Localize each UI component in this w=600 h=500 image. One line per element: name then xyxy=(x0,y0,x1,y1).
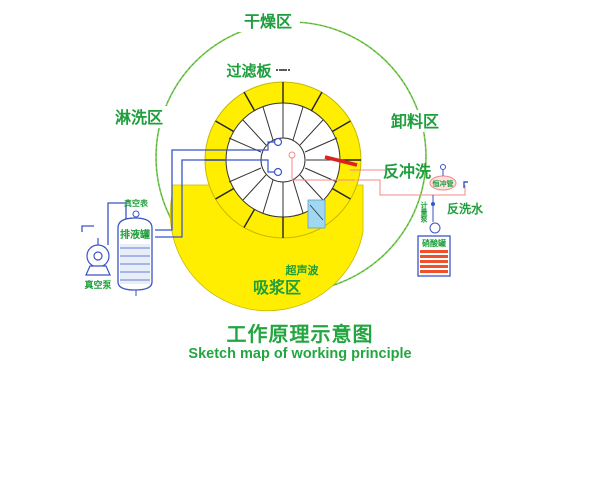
zone-label-discharge: 卸料区 xyxy=(391,112,439,131)
backwash-pipes xyxy=(291,158,466,196)
label-vacuum-gauge: 真空表 xyxy=(124,198,149,208)
label-ultrasonic: 超声波 xyxy=(285,263,320,277)
label-backwash-valve: 恒冲管 xyxy=(432,179,454,188)
vacuum-pipes xyxy=(81,149,190,245)
cake-particles xyxy=(348,174,359,242)
label-backwash-water: 反洗水 xyxy=(447,201,484,216)
vacuum-pump xyxy=(85,238,111,276)
label-metering-pump: 计量泵 xyxy=(420,201,429,224)
filtrate-tank xyxy=(117,210,153,296)
distributor-head xyxy=(190,137,283,177)
caption-chinese: 工作原理示意图 xyxy=(226,322,374,346)
scraper-blade xyxy=(324,155,358,167)
ultrasonic-device xyxy=(307,199,326,229)
zone-label-washing: 淋洗区 xyxy=(115,108,163,127)
caption-english: Sketch map of working principle xyxy=(188,346,412,362)
zone-label-backwash: 反冲洗 xyxy=(383,162,431,181)
label-filter-plate: 过滤板 xyxy=(226,62,272,80)
label-filtrate-tank: 排液罐 xyxy=(120,228,150,241)
zone-label-suction: 吸浆区 xyxy=(253,278,301,297)
backwash-valve xyxy=(429,164,468,191)
label-vacuum-pump: 真空泵 xyxy=(84,279,112,291)
zone-label-drying: 干燥区 xyxy=(244,12,292,31)
vacuum-gauge-icon xyxy=(132,210,140,218)
backwash-port xyxy=(288,151,296,159)
label-acid-tank: 硝酸罐 xyxy=(422,238,446,248)
acid-tank xyxy=(417,195,451,277)
